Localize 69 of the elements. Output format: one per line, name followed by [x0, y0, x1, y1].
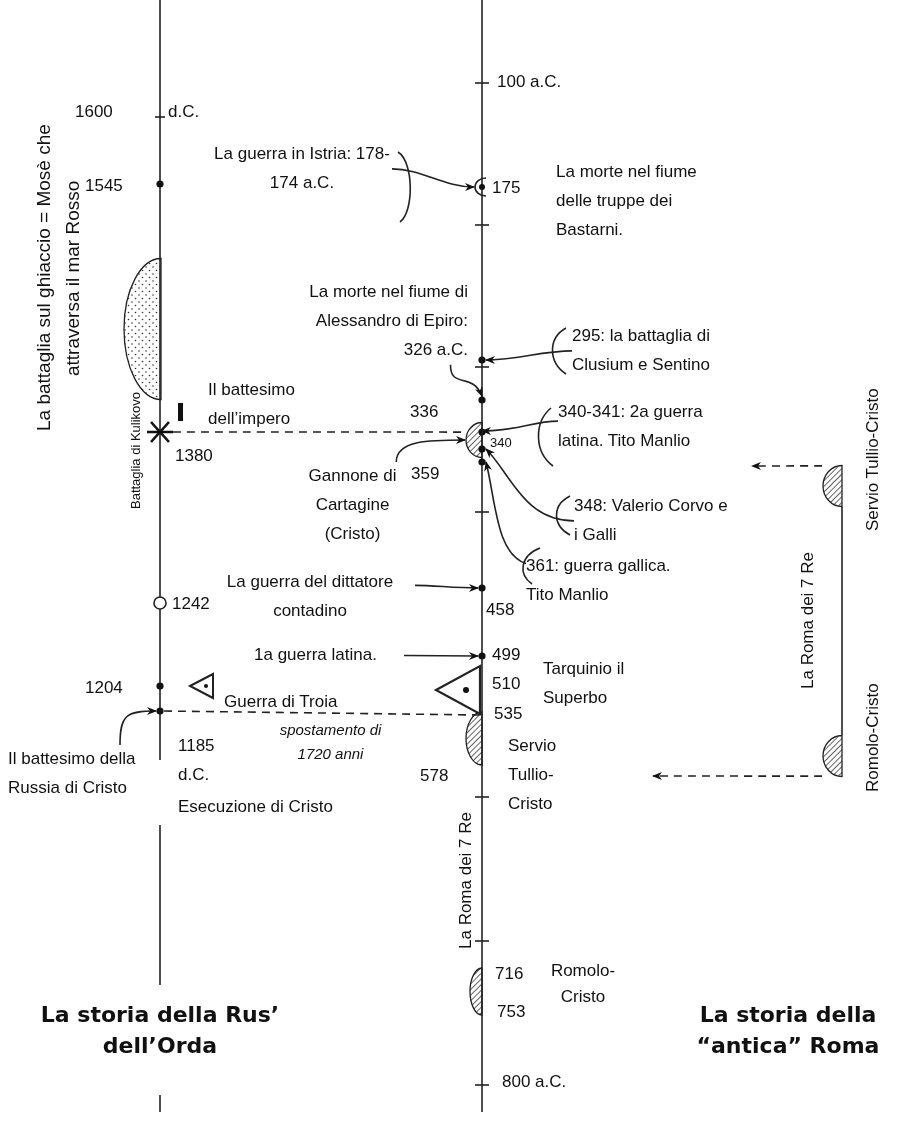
column-heading: La storia della Rus’ dell’Orda — [40, 1001, 280, 1060]
arrow — [751, 462, 823, 470]
vertical-caption: La battaglia sul ghiaccio = Mosè che attraversa il mar Rosso — [32, 123, 84, 434]
arc-mark — [474, 177, 486, 197]
year-label: 1204 — [85, 677, 123, 699]
event-text: Guerra di Troia — [224, 691, 338, 713]
arrow — [485, 448, 575, 522]
arrow — [449, 363, 483, 397]
year-label: 336 — [410, 401, 439, 423]
arrow — [414, 583, 479, 592]
vertical-caption: La Roma dei 7 Re — [797, 550, 818, 691]
connector-line — [841, 506, 843, 736]
year-label: 753 — [497, 1001, 526, 1023]
event-dot — [478, 445, 486, 453]
year-label: 499 — [492, 644, 521, 666]
year-label: 458 — [486, 599, 515, 621]
year-label: 1185 d.C. — [178, 735, 216, 786]
event-text: 361: guerra gallica. Tito Manlio — [526, 552, 696, 610]
event-text: Romolo-Cristo — [549, 960, 617, 1008]
year-label: 510 — [492, 673, 521, 695]
event-text: La morte nel fiume delle truppe dei Bastarni. — [556, 161, 698, 241]
era-label: d.C. — [168, 101, 200, 123]
event-dot — [478, 584, 486, 592]
year-label: 1380 — [175, 445, 213, 467]
connector-line — [163, 710, 481, 716]
event-text: La guerra in Istria: 178-174 a.C. — [212, 140, 392, 198]
event-text: Tarquinio il Superbo — [543, 658, 626, 709]
arrow — [484, 461, 527, 565]
year-label: 1242 — [172, 593, 210, 615]
star-mark — [147, 421, 173, 443]
event-text: Esecuzione di Cristo — [178, 796, 333, 818]
year-label: 175 — [492, 177, 521, 199]
vertical-caption: La Roma dei 7 Re — [455, 810, 476, 951]
event-text: Servio Tullio-Cristo — [508, 735, 558, 815]
vertical-caption: Battaglia di Kulikovo — [128, 390, 144, 511]
event-text: La morte nel fiume di Alessandro di Epiro: 326 a.C. — [293, 278, 468, 365]
column-heading: La storia della “antica” Roma — [695, 1001, 881, 1060]
year-label: 578 — [420, 765, 449, 787]
shift-note: spostamento di 1720 anni — [278, 720, 383, 764]
triangle-mark — [435, 665, 481, 715]
year-label: 1545 — [85, 175, 123, 197]
arrow — [485, 350, 573, 364]
arrow — [391, 168, 475, 191]
event-text: 295: la battaglia di Clusium e Sentino — [572, 322, 752, 380]
event-dot — [478, 396, 486, 404]
year-label: 100 a.C. — [497, 71, 562, 93]
year-label: 1600 — [75, 101, 113, 123]
event-text: 348: Valerio Corvo e i Galli — [574, 492, 729, 550]
event-dot — [478, 356, 486, 364]
year-label: 359 — [411, 463, 440, 485]
event-text: 1a guerra latina. — [254, 641, 404, 670]
arrow — [481, 420, 559, 435]
arrow — [403, 652, 479, 660]
event-text: 340-341: 2a guerra latina. Tito Manlio — [558, 398, 748, 456]
vertical-caption: Servio Tullio-Cristo — [862, 387, 883, 534]
event-text: Il battesimo dell’impero — [208, 379, 296, 430]
event-dot — [478, 652, 486, 660]
arrow — [395, 436, 466, 463]
year-label: 535 — [494, 703, 523, 725]
hatched-semicircle — [465, 422, 482, 458]
event-dot — [156, 707, 164, 715]
event-dot — [478, 458, 486, 466]
year-label: 340 — [490, 434, 512, 452]
event-text: Il battesimo della Russia di Cristo — [8, 745, 148, 803]
year-label: 716 — [495, 963, 524, 985]
vertical-caption: Romolo-Cristo — [862, 682, 883, 794]
arrow — [119, 707, 157, 746]
arrow — [652, 772, 823, 780]
year-label: 800 a.C. — [502, 1071, 567, 1093]
